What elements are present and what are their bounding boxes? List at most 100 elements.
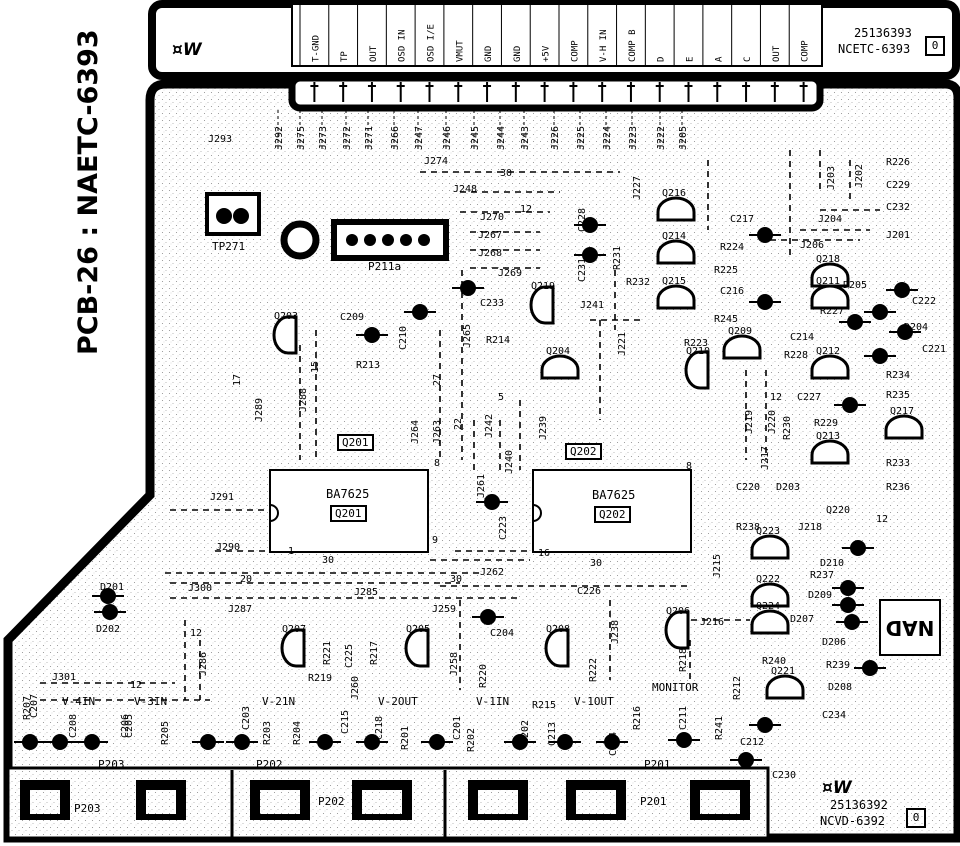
component-label: 16 — [538, 548, 550, 559]
top-pin-label: E — [686, 57, 696, 62]
tp271-label: TP271 — [212, 240, 246, 253]
component-label: R213 — [356, 360, 380, 371]
ic-q202-tag: Q202 — [565, 443, 602, 460]
transistor-q221 — [765, 674, 805, 700]
component-label: J217 — [760, 446, 771, 470]
transistor-q210 — [684, 350, 710, 390]
board-title: PCB-26 : NAETC-6393 — [73, 29, 104, 355]
p203-label-jack: P203 — [74, 802, 101, 815]
jumper-label: J247 — [414, 126, 425, 150]
component-label: J267 — [478, 230, 502, 241]
jumper-label: J226 — [550, 126, 561, 150]
component-label: Q220 — [826, 505, 850, 516]
p202-label-jack: P202 — [318, 795, 345, 808]
bottom-board-code: NCVD-6392 — [820, 814, 886, 828]
jumper-label: J246 — [442, 126, 453, 150]
component-label: 12 — [520, 204, 532, 215]
component-label: J269 — [498, 268, 522, 279]
component-label: J201 — [886, 230, 910, 241]
component-label: R219 — [308, 673, 332, 684]
component-label: J216 — [700, 617, 724, 628]
component-label: J260 — [350, 676, 361, 700]
jumper-label: J271 — [364, 126, 375, 150]
component-label: R232 — [626, 277, 650, 288]
ic-q201-model: BA7625 — [326, 487, 370, 501]
component-label: C231 — [577, 258, 588, 282]
transistor-q212 — [810, 354, 850, 380]
transistor-q214 — [656, 239, 696, 265]
top-pin-label: OUT — [772, 45, 782, 62]
transistor-q218 — [810, 262, 850, 288]
component-label: 22 — [453, 418, 464, 430]
transistor-q209 — [722, 334, 762, 360]
component-label: R228 — [784, 350, 808, 361]
component-label: C207 — [29, 694, 40, 718]
component-label: J202 — [854, 164, 865, 188]
top-pin-label: D — [657, 57, 667, 62]
component-label: R220 — [478, 664, 489, 688]
transistor-q204 — [540, 354, 580, 380]
transistor-label: Q205 — [406, 624, 430, 635]
component-label: J262 — [480, 567, 504, 578]
top-board-code: NCETC-6393 — [838, 42, 911, 56]
top-rev-box: 0 — [925, 36, 945, 56]
component-label: J287 — [228, 604, 252, 615]
top-pin-label: COMP — [570, 40, 580, 62]
nad-logo: NAD — [885, 616, 935, 640]
top-pin-label: +5V — [542, 45, 552, 62]
jumper-label: J223 — [628, 126, 639, 150]
top-pin-label: T-GND — [311, 35, 321, 62]
component-label: R201 — [400, 726, 411, 750]
component-label: 30 — [450, 574, 462, 585]
component-label: C206 — [120, 714, 131, 738]
jumper-label: J245 — [470, 126, 481, 150]
component-label: J248 — [453, 184, 477, 195]
component-label: C203 — [241, 706, 252, 730]
jumper-label: J275 — [296, 126, 307, 150]
component-label: C230 — [772, 770, 796, 781]
component-label: J241 — [580, 300, 604, 311]
component-label: J263 — [432, 420, 443, 444]
component-label: C208 — [68, 714, 79, 738]
component-label: R218 — [678, 648, 689, 672]
top-pin-label: COMP B — [628, 29, 638, 62]
component-label: J218 — [798, 522, 822, 533]
p202-label: P202 — [256, 758, 283, 771]
component-label: 17 — [232, 374, 243, 386]
component-label: C214 — [608, 732, 619, 756]
top-pin-label: C — [743, 57, 753, 62]
component-label: R230 — [782, 416, 793, 440]
transistor-label: Q212 — [816, 346, 840, 357]
component-label: C221 — [922, 344, 946, 355]
jumper-label: J225 — [576, 126, 587, 150]
component-label: J300 — [188, 583, 212, 594]
component-label: R222 — [588, 658, 599, 682]
component-label: J259 — [432, 604, 456, 615]
component-label: C215 — [340, 710, 351, 734]
p201-label-jack: P201 — [640, 795, 667, 808]
component-label: C226 — [577, 586, 601, 597]
component-label: D207 — [790, 614, 814, 625]
transistor-label: Q204 — [546, 346, 570, 357]
component-label: J261 — [476, 474, 487, 498]
transistor-q222 — [750, 582, 790, 608]
main-board-outline — [3, 79, 960, 843]
transistor-label: Q214 — [662, 231, 686, 242]
io-label-v21n: V-21N — [262, 695, 296, 708]
io-label-v3in: V-3IN — [134, 695, 168, 708]
jack-pad-inner — [700, 790, 740, 814]
top-logo: ¤W — [172, 40, 202, 60]
component-label: R229 — [814, 418, 838, 429]
jack-pad-inner — [30, 790, 60, 814]
component-label: 15 — [310, 361, 321, 373]
component-label: D206 — [822, 637, 846, 648]
component-label: 20 — [240, 574, 252, 585]
component-label: R215 — [532, 700, 556, 711]
top-pin-label: TP — [340, 51, 350, 62]
component-label: R224 — [720, 242, 744, 253]
top-pin-label: GND — [484, 46, 494, 62]
transistor-q205 — [404, 628, 430, 668]
component-label: C229 — [886, 180, 910, 191]
transistor-label: Q215 — [662, 276, 686, 287]
component-label: R233 — [886, 458, 910, 469]
